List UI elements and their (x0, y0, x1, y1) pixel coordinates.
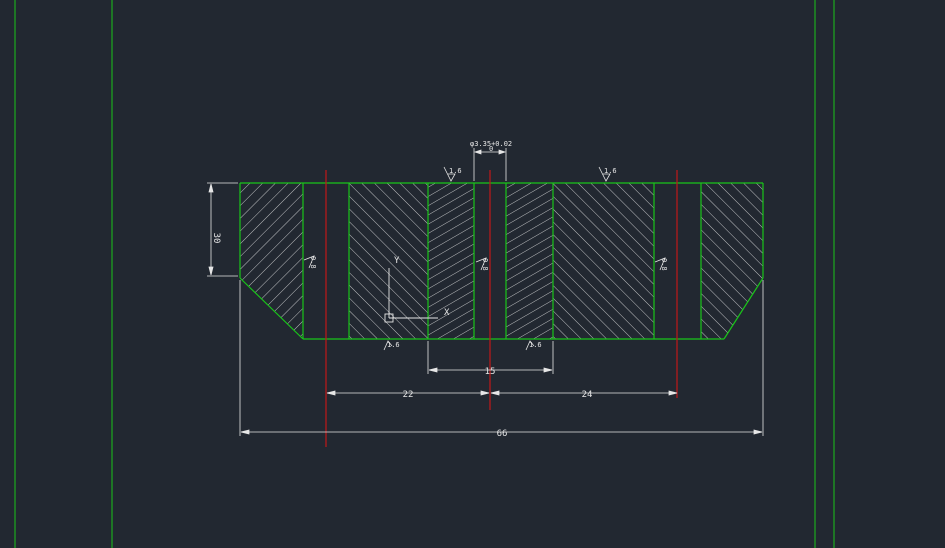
roughness-top-left-icon: 1.6 (443, 166, 462, 182)
hatch-region-left (240, 183, 303, 339)
dim-width-right-label: 24 (582, 390, 593, 400)
dimension-lines (207, 148, 764, 436)
ucs-y-label: Y (394, 256, 400, 266)
surface-finish-symbols: 1.6 1.6 1.6 1.6 0.8 0.8 0.8 (303, 166, 668, 351)
frame-border (14, 0, 835, 548)
roughness-bottom-right-icon: 1.6 (525, 340, 542, 351)
ucs-x-label: X (444, 308, 450, 318)
hatch-region-center-left (428, 183, 474, 339)
roughness-bottom-left-label: 1.6 (387, 341, 400, 349)
roughness-side-right-icon: 0.8 (654, 257, 668, 271)
dim-center-label: 15 (485, 367, 496, 377)
roughness-top-right-label: 1.6 (604, 167, 617, 175)
dim-width-left-label: 22 (403, 390, 414, 400)
ucs-icon: Y X (384, 256, 450, 323)
roughness-side-left-icon: 0.8 (303, 255, 317, 269)
roughness-bottom-right-label: 1.6 (529, 341, 542, 349)
hatch-region-right-inner (553, 183, 654, 339)
hatch-region-right (701, 183, 763, 339)
roughness-side-center-label: 0.8 (481, 258, 489, 271)
dim-overall-label: 66 (497, 429, 508, 439)
roughness-side-left-label: 0.8 (309, 256, 317, 269)
roughness-side-right-label: 0.8 (660, 258, 668, 271)
hatch-region-center-right (506, 183, 553, 339)
roughness-bottom-left-icon: 1.6 (383, 340, 400, 351)
part-outline[interactable] (239, 182, 764, 340)
dim-tolerance-sub-label: 0 (489, 145, 493, 153)
roughness-top-left-label: 1.6 (449, 167, 462, 175)
dimension-texts: 30 22 24 15 66 φ3.35+0.02 0 (211, 140, 592, 439)
section-hatch (240, 183, 763, 339)
hatch-region-left-inner (349, 183, 428, 339)
roughness-side-center-icon: 0.8 (475, 257, 489, 271)
roughness-top-right-icon: 1.6 (598, 166, 617, 182)
dim-height-label: 30 (211, 233, 221, 244)
dim-tolerance-label: φ3.35+0.02 (470, 140, 512, 148)
